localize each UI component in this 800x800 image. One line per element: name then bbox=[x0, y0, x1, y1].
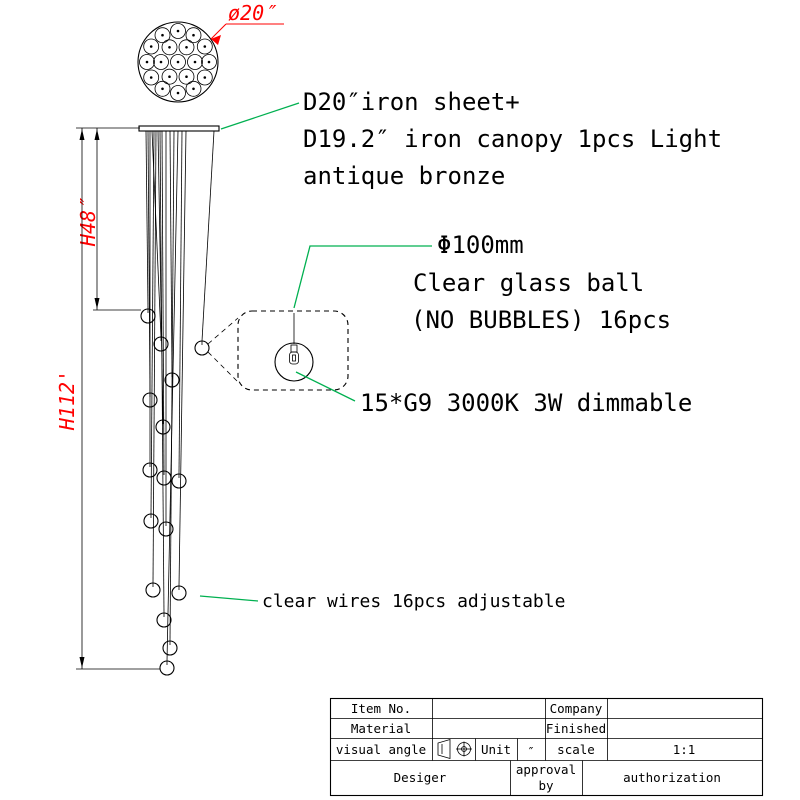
canopy-top-view bbox=[137, 21, 219, 103]
designer-label: Desiger bbox=[394, 770, 447, 785]
dimension-h48: H48″ bbox=[76, 127, 141, 311]
bulb-note: 15*G9 3000K 3W dimmable bbox=[360, 389, 692, 417]
canopy-note-line3: antique bronze bbox=[303, 162, 505, 190]
approval-by-label-line1: approval bbox=[516, 762, 576, 777]
leader-glass-ball bbox=[293, 245, 432, 309]
leader-canopy bbox=[220, 102, 300, 130]
glass-note-line2: Clear glass ball bbox=[413, 269, 644, 297]
hanging-wires bbox=[145, 130, 215, 662]
title-block: Item No. Company Material Finished visua… bbox=[329, 697, 764, 797]
projection-angle-icon bbox=[437, 738, 472, 760]
canopy-note-line2: D19.2″ iron canopy 1pcs Light bbox=[303, 125, 722, 153]
scale-label: scale bbox=[557, 742, 595, 757]
h48-label: H48″ bbox=[76, 197, 100, 247]
dimension-top-diameter: ø20″ bbox=[210, 1, 284, 45]
unit-value: ″ bbox=[527, 744, 535, 759]
canopy-note-line1: D20″iron sheet+ bbox=[303, 88, 520, 116]
leader-bulb bbox=[295, 371, 356, 402]
annotation-texts: D20″iron sheet+ D19.2″ iron canopy 1pcs … bbox=[262, 88, 722, 612]
glass-note-line3: (NO BUBBLES) 16pcs bbox=[411, 306, 671, 334]
scale-value: 1:1 bbox=[673, 742, 696, 757]
leader-lines bbox=[199, 102, 432, 602]
authorization-label: authorization bbox=[623, 770, 721, 785]
detail-bulb-socket bbox=[290, 344, 298, 353]
glass-note-line1: Φ100mm bbox=[437, 231, 524, 259]
detail-glass-ball bbox=[274, 342, 314, 382]
detail-view bbox=[207, 310, 349, 391]
wires-note: clear wires 16pcs adjustable bbox=[262, 591, 565, 612]
finished-label: Finished bbox=[546, 721, 606, 736]
glass-balls bbox=[140, 308, 210, 676]
top-diameter-label: ø20″ bbox=[228, 1, 277, 25]
dimension-arrow bbox=[211, 35, 221, 45]
approval-by-label-line2: by bbox=[538, 778, 554, 793]
leader-wires bbox=[199, 595, 259, 602]
unit-label: Unit bbox=[481, 742, 511, 757]
dimension-h112: H112' bbox=[55, 128, 160, 670]
item-no-label: Item No. bbox=[351, 701, 411, 716]
visual-angle-label: visual angle bbox=[336, 742, 426, 757]
company-label: Company bbox=[550, 701, 603, 716]
material-label: Material bbox=[351, 721, 411, 736]
canopy-bar bbox=[138, 125, 220, 132]
h112-label: H112' bbox=[55, 370, 79, 431]
detail-g9-bulb bbox=[289, 351, 299, 365]
